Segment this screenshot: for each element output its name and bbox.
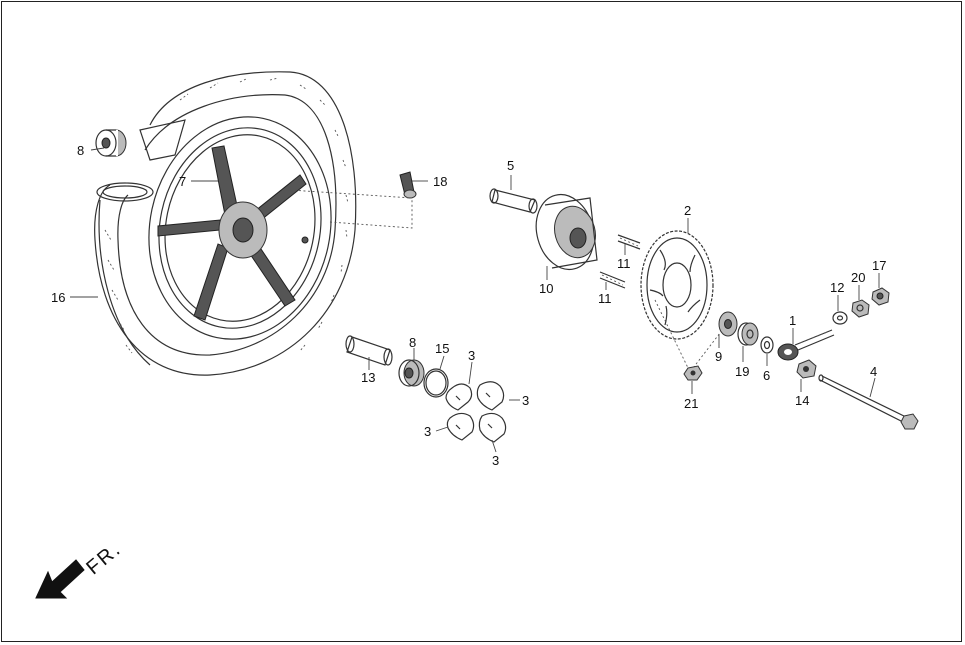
washer-12-part [832,311,848,325]
damper-3a-part [445,383,473,411]
callout-14: 14 [795,393,809,408]
callout-10: 10 [539,281,553,296]
callout-11a: 11 [617,256,631,271]
collar-6-part [760,336,774,354]
sleeve-part [489,188,538,214]
callout-20: 20 [851,270,865,285]
nut-21-part [683,365,703,381]
nut-14-part [796,359,817,379]
callout-3d: 3 [492,453,499,468]
chain-adjuster-part [777,329,835,361]
wheel-rim-part [148,116,332,340]
spacer-19-part [737,322,759,346]
o-ring-15-part [423,368,449,398]
callout-8b: 8 [409,335,416,350]
callout-19: 19 [735,364,749,379]
cap-nut-17-part [871,287,890,306]
callout-21: 21 [684,396,698,411]
tire-part [94,71,357,376]
callout-15: 15 [435,341,449,356]
callout-3a: 3 [468,348,475,363]
sprocket-hub-part [535,193,598,271]
damper-3b-part [476,381,505,411]
damper-3c-part [446,412,475,441]
callout-3b: 3 [522,393,529,408]
front-direction-arrow-icon [35,559,85,599]
callout-3c: 3 [424,424,431,439]
nut-20-part [851,299,870,318]
stud-11a-part [617,234,641,250]
sprocket-part [640,230,714,340]
front-direction-label: FR. [82,538,125,579]
damper-3d-part [478,412,507,443]
axle-part [818,374,919,430]
bearing-9-part [718,311,738,337]
callout-4: 4 [870,364,877,379]
callout-8a: 8 [77,143,84,158]
callout-1: 1 [789,313,796,328]
valve-part [399,171,417,199]
callout-6: 6 [763,368,770,383]
callout-7: 7 [179,174,186,189]
collar-13-part [345,335,393,366]
callout-16: 16 [51,290,65,305]
callout-5: 5 [507,158,514,173]
callout-13: 13 [361,370,375,385]
stud-11b-part [599,271,626,289]
callout-12: 12 [830,280,844,295]
bearing-8a-part [95,129,127,157]
callout-11b: 11 [598,291,612,306]
callout-17: 17 [872,258,886,273]
callout-9: 9 [715,349,722,364]
bearing-8b-part [398,359,425,387]
callout-2: 2 [684,203,691,218]
leader-lines [70,147,880,453]
callout-18: 18 [433,174,447,189]
